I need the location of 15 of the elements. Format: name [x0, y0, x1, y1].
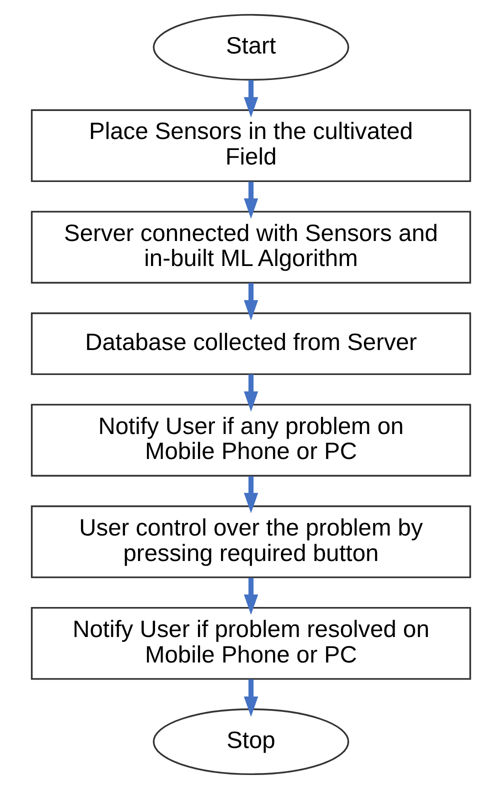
node-box: Notify User if any problem on Mobile Phone or PC: [30, 404, 472, 477]
arrow: [244, 374, 258, 412]
node-ellipse: Start: [152, 14, 350, 81]
arrow: [244, 80, 258, 118]
arrow: [244, 283, 258, 320]
arrow: [244, 578, 258, 615]
arrow: [244, 182, 258, 219]
arrow: [244, 476, 258, 514]
node-box: Server connected with Sensors and in-built ML Algorithm: [30, 210, 472, 284]
node-box: Database collected from Server: [30, 312, 472, 376]
node-ellipse: Stop: [152, 708, 350, 776]
node-box: Place Sensors in the cultivated Field: [30, 109, 472, 182]
node-box: Notify User if problem resolved on Mobile Phone or PC: [30, 606, 472, 680]
node-box: User control over the problem by pressing required button: [30, 505, 472, 578]
arrow: [244, 679, 258, 717]
